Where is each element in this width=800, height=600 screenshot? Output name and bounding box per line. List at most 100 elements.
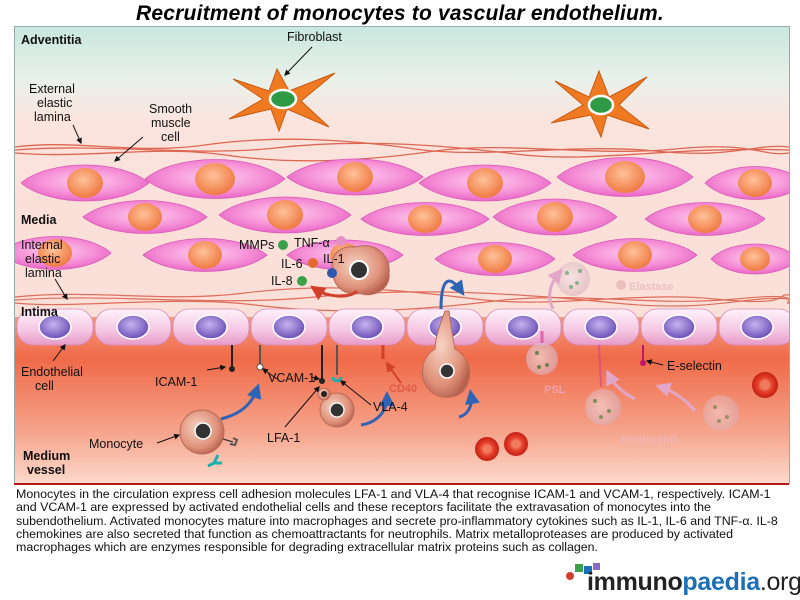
endothelial-cell [250, 308, 328, 346]
endothelial-cell [328, 308, 406, 346]
external-elastic-leader [72, 124, 82, 145]
transmigrating-monocyte [421, 310, 471, 398]
macrophage-cell [331, 245, 390, 296]
external-elastic-lamina [15, 138, 789, 162]
red-blood-cell [475, 437, 499, 461]
endothelial-cell [172, 308, 250, 346]
neutrophil-cell [585, 344, 621, 425]
vcam-1-label: VCAM-1 [268, 371, 315, 385]
fibroblast-label: Fibroblast [287, 30, 342, 44]
tnf-alpha-label: TNF-α [294, 236, 330, 250]
migration-arrow [439, 279, 465, 310]
fibroblast-leader [284, 46, 313, 76]
endothelial-cell [640, 308, 718, 346]
vla-4-label: VLA-4 [373, 400, 408, 414]
cd40-arrow [385, 361, 402, 384]
smooth-muscle-cell [142, 238, 268, 272]
smooth-muscle-cell [572, 238, 698, 272]
logo-text-immuno: immuno [587, 568, 683, 596]
e-selectin-leader [645, 359, 664, 366]
lfa-1-leader [284, 386, 320, 428]
endothelial-cell-layer [16, 308, 789, 346]
internal-elastic-label-3: lamina [25, 266, 62, 280]
external-elastic-label-3: lamina [34, 110, 71, 124]
internal-elastic-leader [54, 278, 68, 301]
icam-1-receptor [319, 345, 325, 384]
smooth-muscle-cell [492, 198, 618, 236]
monocyte-leader [156, 433, 181, 444]
migration-arrow [220, 383, 262, 421]
icam-1-leader [206, 364, 227, 371]
neutrophil-migration-arrow [606, 369, 636, 401]
external-elastic-label-2: elastic [37, 96, 72, 110]
endothelial-cell [484, 308, 562, 346]
monocyte-cell [179, 409, 239, 468]
e-selectin-receptor [640, 345, 646, 366]
internal-elastic-label-2: elastic [25, 252, 60, 266]
caption-divider [14, 483, 789, 485]
immunopaedia-logo[interactable]: immunopaedia.org [565, 563, 800, 598]
neutrophil-migration-arrow [547, 268, 563, 310]
mmps-label: MMPs [239, 238, 274, 252]
smooth-muscle-cell [556, 157, 694, 197]
smooth-muscle-cell [360, 202, 490, 236]
migration-arrow [458, 389, 480, 419]
red-blood-cell [504, 432, 528, 456]
vcam-1-leader [262, 368, 278, 380]
endothelial-label-2: cell [35, 379, 54, 393]
neutrophil-migration-arrow [655, 382, 697, 412]
cd40-label: CD40 [389, 383, 417, 395]
monocyte-recruitment-diagram: Adventitia Fibroblast External elastic l… [14, 26, 790, 484]
monocyte-cell [317, 387, 355, 428]
neutrophil-cell [703, 395, 739, 431]
fibroblast-cell [550, 69, 650, 139]
media-label: Media [21, 213, 57, 227]
smooth-muscle-cell [434, 242, 556, 276]
page-title: Recruitment of monocytes to vascular end… [136, 2, 664, 25]
il-6-label: IL-6 [281, 257, 303, 271]
logo-text: immunopaedia.org [587, 568, 800, 597]
endothelial-leader [52, 344, 66, 362]
smooth-muscle-cell-layer [15, 157, 789, 276]
adventitia-label: Adventitia [21, 33, 82, 47]
medium-vessel-label-1: Medium [23, 449, 70, 463]
tnf-alpha-dot [336, 236, 346, 246]
logo-text-org: .org [759, 568, 800, 596]
neutrophil-cell [556, 262, 590, 296]
external-elastic-label-1: External [29, 82, 75, 96]
endothelial-cell [562, 308, 640, 346]
smooth-muscle-label-1: Smooth [149, 102, 192, 116]
endothelial-label-1: Endothelial [21, 365, 83, 379]
vcam-1-receptor [331, 345, 343, 383]
lfa-1-label: LFA-1 [267, 431, 300, 445]
mmps-dot [278, 240, 288, 250]
fibroblast-cell [228, 67, 336, 133]
il-1-dot [327, 268, 337, 278]
smooth-muscle-cell [82, 200, 208, 234]
migration-arrow [360, 391, 395, 427]
internal-elastic-lamina [15, 287, 789, 312]
intima-label: Intima [21, 305, 59, 319]
il-1-label: IL-1 [323, 252, 345, 266]
neutrophil-label: Neutrophil [621, 434, 676, 446]
vcam-1-leader-2 [310, 374, 321, 381]
smooth-muscle-label-2: muscle [151, 116, 191, 130]
il-8-label: IL-8 [271, 274, 293, 288]
neutrophil-cell [526, 331, 558, 375]
smooth-muscle-cell [704, 166, 789, 200]
smooth-muscle-cell [144, 159, 286, 199]
red-blood-cell [752, 372, 778, 398]
vcam-1-receptor [256, 345, 264, 371]
smooth-muscle-cell [15, 236, 112, 270]
figure-caption: Monocytes in the circulation express cel… [16, 487, 778, 555]
psl-label: PSL [544, 384, 566, 396]
smooth-muscle-cell [710, 243, 789, 275]
icam-1-label: ICAM-1 [155, 375, 197, 389]
elastase-dot [616, 280, 626, 290]
secretion-arrow [310, 285, 359, 301]
endothelial-cell [94, 308, 172, 346]
monocyte-label: Monocyte [89, 437, 143, 451]
endothelial-cell [16, 308, 94, 346]
vla-4-leader [340, 380, 372, 406]
smooth-muscle-label-3: cell [161, 130, 180, 144]
